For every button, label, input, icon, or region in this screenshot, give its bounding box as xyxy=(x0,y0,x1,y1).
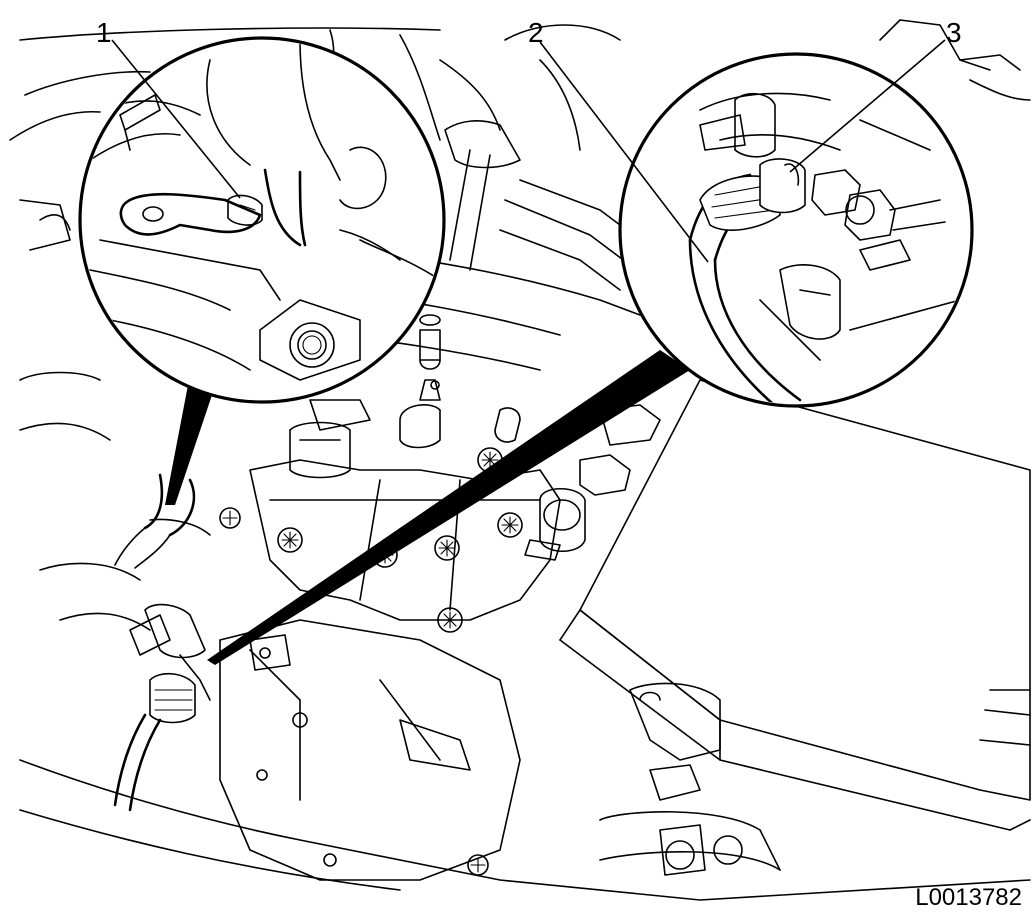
detail-circle-right xyxy=(618,52,974,408)
leader-line-2 xyxy=(539,41,709,263)
bolt-group xyxy=(219,447,523,876)
label-part-1: 1 xyxy=(96,17,112,48)
detail-circle-left xyxy=(78,36,446,404)
leader-line-1 xyxy=(111,39,241,199)
label-part-2: 2 xyxy=(528,17,544,48)
drawing-id: L0013782 xyxy=(915,884,1022,911)
callout-pointers xyxy=(165,350,690,665)
leaders xyxy=(111,39,946,263)
label-part-3: 3 xyxy=(946,17,962,48)
leader-line-3 xyxy=(789,39,946,173)
